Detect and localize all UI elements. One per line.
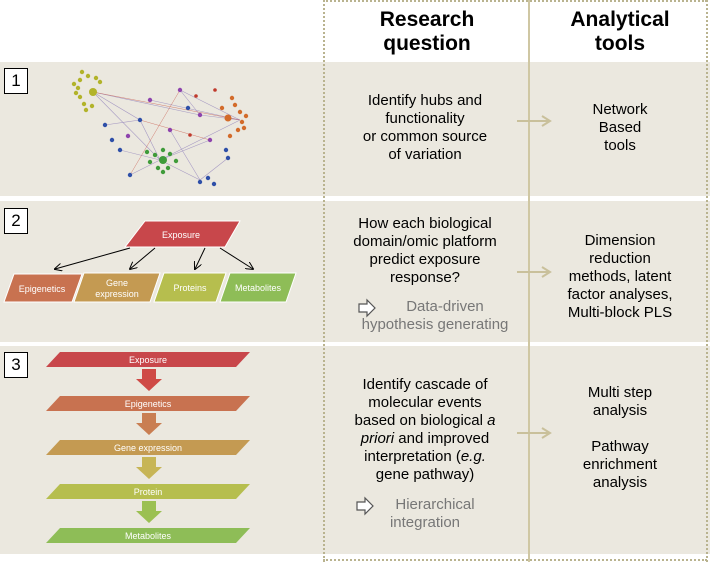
cascade-arrow-3 (136, 457, 162, 479)
network-graph-illustration (71, 69, 249, 187)
metabolites-box (219, 272, 297, 303)
cascade-metabolites-box (46, 528, 250, 543)
gene-expression-box (73, 272, 161, 303)
metabolites-label: Metabolites (235, 283, 282, 293)
cascade-protein-label: Protein (134, 487, 163, 497)
gene-expression-label-1: Gene (106, 278, 128, 288)
epigenetics-label: Epigenetics (19, 284, 66, 294)
row-2-arrow (517, 266, 552, 278)
row-1-question: Identify hubs and functionality or commo… (362, 92, 488, 163)
epigenetics-box (3, 273, 83, 303)
cascade-gene-expression-box (46, 440, 250, 455)
row-3-arrow (517, 427, 552, 439)
proteins-label: Proteins (173, 283, 207, 293)
row-1-number: 1 (4, 68, 28, 94)
exposure-box (123, 220, 241, 248)
cascade-arrow-2 (136, 413, 162, 435)
cascade-protein-box (46, 484, 250, 499)
row-3-number: 3 (4, 352, 28, 378)
gene-expression-label-2: expression (95, 289, 139, 299)
column-divider-left (323, 0, 325, 562)
cascade-gene-expression-label: Gene expression (114, 443, 182, 453)
row-2-tools: Dimension reduction methods, latent fact… (567, 232, 673, 321)
exposure-label: Exposure (162, 230, 200, 240)
row-3-hollow-arrow-icon (356, 496, 374, 516)
row-2-number: 2 (4, 208, 28, 234)
row-1-arrow (517, 115, 552, 127)
column-divider-right (706, 0, 708, 562)
bottom-border (323, 559, 707, 561)
row-2-diagram: Exposure Epigenetics Gene expression Pro… (3, 220, 297, 303)
cascade-metabolites-label: Metabolites (125, 531, 172, 541)
cascade-exposure-box (46, 352, 250, 367)
row-2-note: Data-driven hypothesis generating (361, 298, 509, 333)
row-2-band (0, 201, 710, 342)
column-divider-middle (528, 0, 530, 562)
row-3-cascade: Exposure Epigenetics Gene expression Pro… (46, 352, 250, 543)
top-border (323, 0, 707, 2)
analytical-tools-header: Analytical tools (570, 8, 670, 55)
row-1-tools: Network Based tools (592, 101, 648, 154)
cascade-arrow-1 (136, 369, 162, 391)
row-1-band (0, 62, 710, 196)
row-2-hollow-arrow-icon (358, 298, 376, 318)
cascade-epigenetics-label: Epigenetics (125, 399, 172, 409)
cascade-exposure-label: Exposure (129, 355, 167, 365)
research-question-header: Research question (379, 8, 475, 55)
cascade-epigenetics-box (46, 396, 250, 411)
row-3-tools: Multi step analysis Pathway enrichment a… (582, 384, 658, 491)
row-3-question: Identify cascade of molecular events bas… (354, 376, 496, 483)
row-3-note: Hierarchical integration (389, 496, 475, 531)
row-2-question: How each biological domain/omic platform… (353, 215, 497, 286)
cascade-arrow-4 (136, 501, 162, 523)
proteins-box (153, 272, 227, 303)
